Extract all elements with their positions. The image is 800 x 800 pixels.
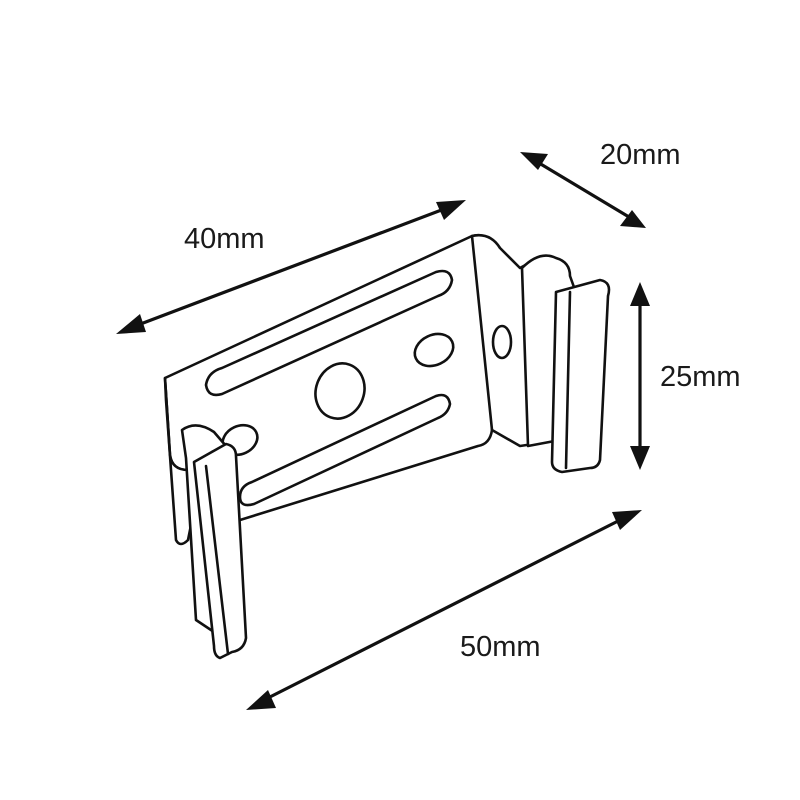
dim-line-40mm — [129, 204, 453, 330]
right-clip-fold — [564, 290, 572, 470]
dimension-20mm: 20mm — [520, 139, 681, 228]
center-hole — [314, 362, 366, 420]
dim-line-50mm — [259, 514, 629, 704]
arrowhead-40mm-right — [436, 200, 466, 220]
dim-label-25mm: 25mm — [660, 361, 741, 393]
arrowhead-25mm-bottom — [630, 446, 650, 470]
upper-slot — [204, 269, 454, 397]
left-clip-front — [192, 442, 248, 660]
dim-label-50mm: 50mm — [460, 631, 541, 663]
bracket-drawing — [163, 233, 611, 660]
arrowhead-25mm-top — [630, 282, 650, 306]
arrowhead-50mm-left — [246, 690, 276, 710]
oval-hole — [413, 332, 455, 368]
dim-label-40mm: 40mm — [184, 223, 265, 255]
arrowhead-20mm-bottom — [620, 210, 646, 228]
dim-label-20mm: 20mm — [600, 139, 681, 171]
arrowhead-50mm-right — [612, 510, 642, 530]
dimension-25mm: 25mm — [630, 282, 741, 470]
arrowhead-40mm-left — [116, 314, 146, 334]
dim-line-20mm — [533, 158, 635, 222]
dimension-40mm: 40mm — [116, 200, 466, 334]
lower-slot — [238, 393, 452, 507]
right-clip-front — [550, 278, 611, 474]
left-clip-fold — [204, 464, 230, 656]
arrowhead-20mm-top — [520, 152, 548, 170]
right-wall-hole — [491, 324, 513, 360]
dimension-50mm: 50mm — [246, 510, 642, 710]
